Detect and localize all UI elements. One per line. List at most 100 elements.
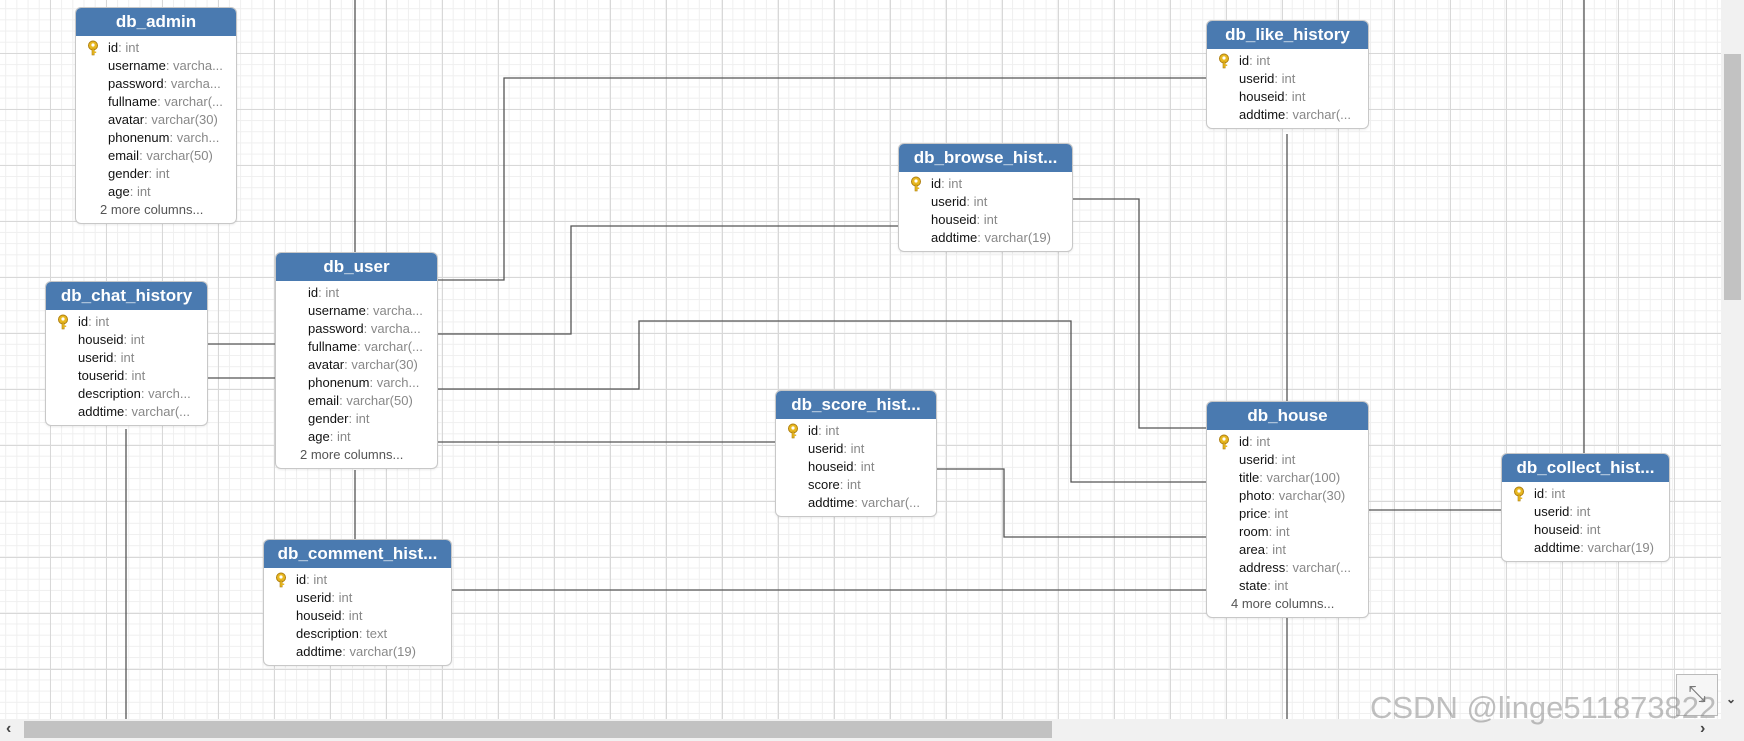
- column-row[interactable]: avatar: varchar(30): [108, 112, 218, 127]
- column-row[interactable]: touserid: int: [78, 368, 146, 383]
- more-columns-link[interactable]: 2 more columns...: [300, 447, 404, 462]
- table-db-user[interactable]: db_user id: int username: varcha... passwor…: [275, 252, 438, 469]
- table-header[interactable]: db_like_history: [1207, 21, 1368, 49]
- table-header[interactable]: db_browse_hist...: [899, 144, 1072, 172]
- column-name: id: [1239, 434, 1250, 449]
- table-header[interactable]: db_user: [276, 253, 437, 281]
- table-header[interactable]: db_collect_hist...: [1502, 454, 1669, 482]
- column-row[interactable]: id: int: [1502, 485, 1669, 503]
- column-row[interactable]: password: varcha...: [308, 321, 421, 336]
- column-row[interactable]: phonenum: varch...: [108, 130, 220, 145]
- column-row[interactable]: email: varchar(50): [308, 393, 413, 408]
- table-header[interactable]: db_chat_history: [46, 282, 207, 310]
- column-name: userid: [808, 441, 844, 456]
- column-row[interactable]: avatar: varchar(30): [308, 357, 418, 372]
- column-row[interactable]: address: varchar(...: [1239, 560, 1351, 575]
- column-name: area: [1239, 542, 1266, 557]
- column-row[interactable]: userid: int: [1239, 452, 1296, 467]
- column-row[interactable]: id: int: [76, 39, 236, 57]
- table-header[interactable]: db_admin: [76, 8, 236, 36]
- column-row[interactable]: photo: varchar(30): [1239, 488, 1346, 503]
- table-header[interactable]: db_score_hist...: [776, 391, 936, 419]
- more-columns-link[interactable]: 4 more columns...: [1231, 596, 1335, 611]
- column-row[interactable]: addtime: varchar(19): [931, 230, 1051, 245]
- column-row[interactable]: area: int: [1239, 542, 1286, 557]
- column-row[interactable]: description: text: [296, 626, 388, 641]
- column-row[interactable]: houseid: int: [296, 608, 363, 623]
- column-row[interactable]: gender: int: [308, 411, 370, 426]
- column-row[interactable]: password: varcha...: [108, 76, 221, 91]
- column-row[interactable]: id: int: [899, 175, 1072, 193]
- column-row[interactable]: id: int: [308, 285, 340, 300]
- column-row[interactable]: description: varch...: [78, 386, 191, 401]
- column-row[interactable]: addtime: varchar(19): [1534, 540, 1654, 555]
- column-row[interactable]: userid: int: [78, 350, 135, 365]
- column-row[interactable]: email: varchar(50): [108, 148, 213, 163]
- column-row[interactable]: price: int: [1239, 506, 1289, 521]
- more-columns-link[interactable]: 2 more columns...: [100, 202, 204, 217]
- column-row[interactable]: room: int: [1239, 524, 1290, 539]
- column-row[interactable]: score: int: [808, 477, 861, 492]
- column-row[interactable]: houseid: int: [78, 332, 145, 347]
- column-row[interactable]: houseid: int: [1239, 89, 1306, 104]
- column-name: phonenum: [108, 130, 170, 145]
- column-type: int: [1256, 53, 1271, 68]
- column-row[interactable]: addtime: varchar(...: [78, 404, 190, 419]
- scroll-right-arrow-icon[interactable]: ›: [1700, 720, 1706, 737]
- column-type: int: [155, 166, 170, 181]
- primary-key-icon: [785, 423, 801, 439]
- scroll-down-arrow-icon[interactable]: ⌄: [1726, 692, 1737, 706]
- column-row[interactable]: houseid: int: [931, 212, 998, 227]
- column-row[interactable]: userid: int: [1239, 71, 1296, 86]
- column-row[interactable]: addtime: varchar(...: [808, 495, 920, 510]
- column-name: username: [308, 303, 366, 318]
- column-list: id: int username: varcha... password: varc…: [276, 281, 437, 468]
- column-row[interactable]: houseid: int: [1534, 522, 1601, 537]
- column-row[interactable]: userid: int: [931, 194, 988, 209]
- column-row[interactable]: id: int: [1207, 52, 1368, 70]
- expand-icon[interactable]: ⤡: [1676, 674, 1718, 716]
- table-header[interactable]: db_comment_hist...: [264, 540, 451, 568]
- vertical-scroll-thumb[interactable]: [1724, 54, 1741, 300]
- scroll-left-arrow-icon[interactable]: ‹: [6, 720, 12, 737]
- column-row[interactable]: userid: int: [296, 590, 353, 605]
- column-row[interactable]: fullname: varchar(...: [108, 94, 223, 109]
- column-type: varchar(30): [1278, 488, 1346, 503]
- column-type: int: [1576, 504, 1591, 519]
- column-row[interactable]: age: int: [108, 184, 151, 199]
- column-row[interactable]: houseid: int: [808, 459, 875, 474]
- table-header[interactable]: db_house: [1207, 402, 1368, 430]
- column-row[interactable]: userid: int: [808, 441, 865, 456]
- column-row[interactable]: age: int: [308, 429, 351, 444]
- column-row[interactable]: state: int: [1239, 578, 1289, 593]
- column-name: id: [78, 314, 89, 329]
- column-name: id: [1239, 53, 1250, 68]
- column-row[interactable]: username: varcha...: [108, 58, 223, 73]
- column-row[interactable]: userid: int: [1534, 504, 1591, 519]
- column-row[interactable]: gender: int: [108, 166, 170, 181]
- column-row[interactable]: id: int: [776, 422, 936, 440]
- column-row[interactable]: id: int: [46, 313, 207, 331]
- column-row[interactable]: addtime: varchar(19): [296, 644, 416, 659]
- column-row[interactable]: title: varchar(100): [1239, 470, 1341, 485]
- column-row[interactable]: fullname: varchar(...: [308, 339, 423, 354]
- column-type: int: [130, 332, 145, 347]
- column-row[interactable]: id: int: [264, 571, 451, 589]
- horizontal-scroll-thumb[interactable]: [24, 721, 1052, 738]
- column-row[interactable]: username: varcha...: [308, 303, 423, 318]
- column-row[interactable]: phonenum: varch...: [308, 375, 420, 390]
- column-name: houseid: [78, 332, 124, 347]
- column-row[interactable]: id: int: [1207, 433, 1368, 451]
- column-row[interactable]: addtime: varchar(...: [1239, 107, 1351, 122]
- primary-key-icon: [1216, 434, 1232, 450]
